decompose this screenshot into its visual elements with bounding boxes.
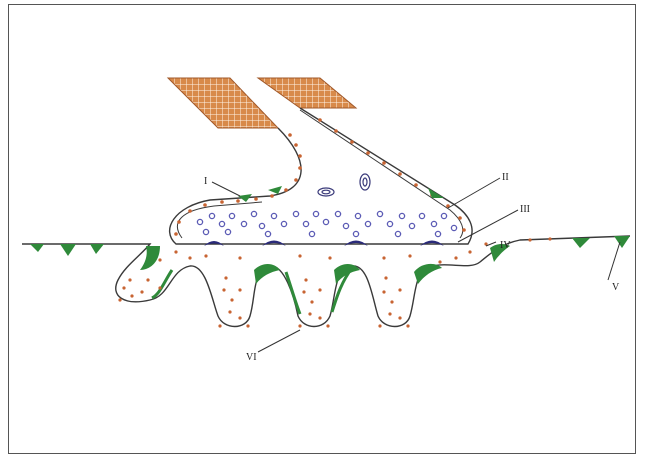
myelin-sheath-right — [258, 78, 356, 108]
muscle-membrane — [22, 236, 630, 327]
label-iii: III — [520, 204, 530, 215]
myelin-sheath-left — [168, 78, 278, 128]
muscle-dots — [118, 237, 551, 327]
label-v: V — [612, 282, 620, 293]
label-vi: VI — [246, 352, 257, 363]
label-ii: II — [502, 172, 509, 183]
label-i: I — [204, 176, 207, 187]
axon-outline — [170, 108, 472, 244]
label-iv: IV — [500, 240, 511, 251]
